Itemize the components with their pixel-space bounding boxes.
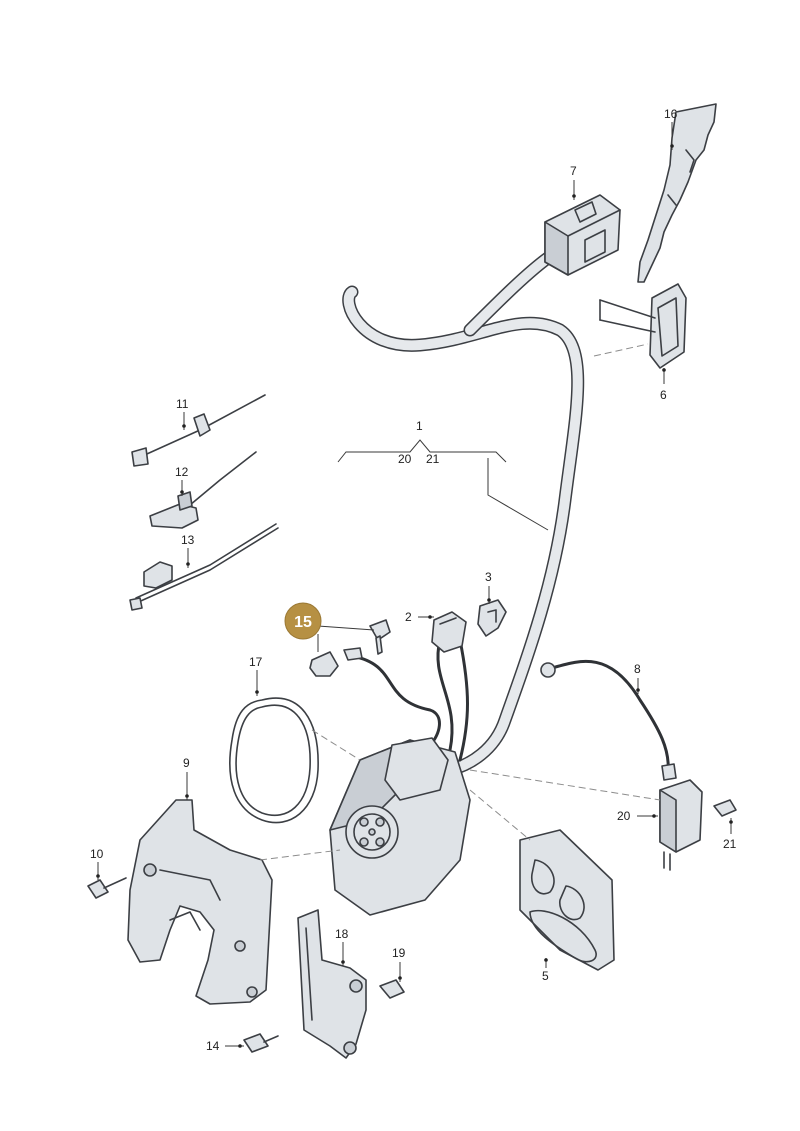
callout-21-group: 21 [426,452,440,466]
leader-dots [96,144,733,1048]
callout-8: 8 [634,662,641,676]
oring-gasket [229,697,319,824]
callout-18: 18 [335,927,349,941]
holder-bracket [297,909,367,1059]
callout-20-group: 20 [398,452,412,466]
wiring-harness [342,248,585,777]
bolt-bulb-assembly [309,619,391,677]
callout-21: 21 [723,837,737,851]
charging-socket [329,737,471,916]
cable-tie-13 [129,523,279,611]
screw-19 [379,979,405,999]
ground-wire [540,659,677,781]
cable-tie-11 [131,394,266,467]
leader-lines [97,122,732,1047]
callout-13: 13 [181,533,195,547]
highlight-callout-15[interactable]: 15 [284,602,322,640]
highlight-badge [284,602,322,640]
flange-seal [599,283,687,369]
screw-14 [243,1033,279,1053]
cable-tie-12 [149,451,257,529]
callout-9: 9 [183,756,190,770]
mounting-bracket [127,799,273,1005]
socket-cover [519,829,615,971]
callout-5: 5 [542,969,549,983]
callout-20: 20 [617,809,631,823]
callout-labels: 1 20 21 16 7 6 11 12 13 3 2 8 17 20 21 5… [90,107,737,1053]
screw-10 [87,877,127,899]
callout-14: 14 [206,1039,220,1053]
callout-7: 7 [570,164,577,178]
retaining-clip [477,599,507,637]
callout-3: 3 [485,570,492,584]
plug-connector [431,611,467,653]
callout-10: 10 [90,847,104,861]
highlight-label: 15 [294,614,312,631]
callout-6: 6 [660,388,667,402]
callout-11: 11 [176,397,189,411]
gasket-plate [637,103,717,283]
control-module [659,779,737,871]
callout-19: 19 [392,946,406,960]
callout-16: 16 [664,107,678,121]
callout-17: 17 [249,655,263,669]
connector-housing [544,194,621,276]
callout-1: 1 [416,419,423,433]
callout-12: 12 [175,465,189,479]
callout-2: 2 [405,610,412,624]
